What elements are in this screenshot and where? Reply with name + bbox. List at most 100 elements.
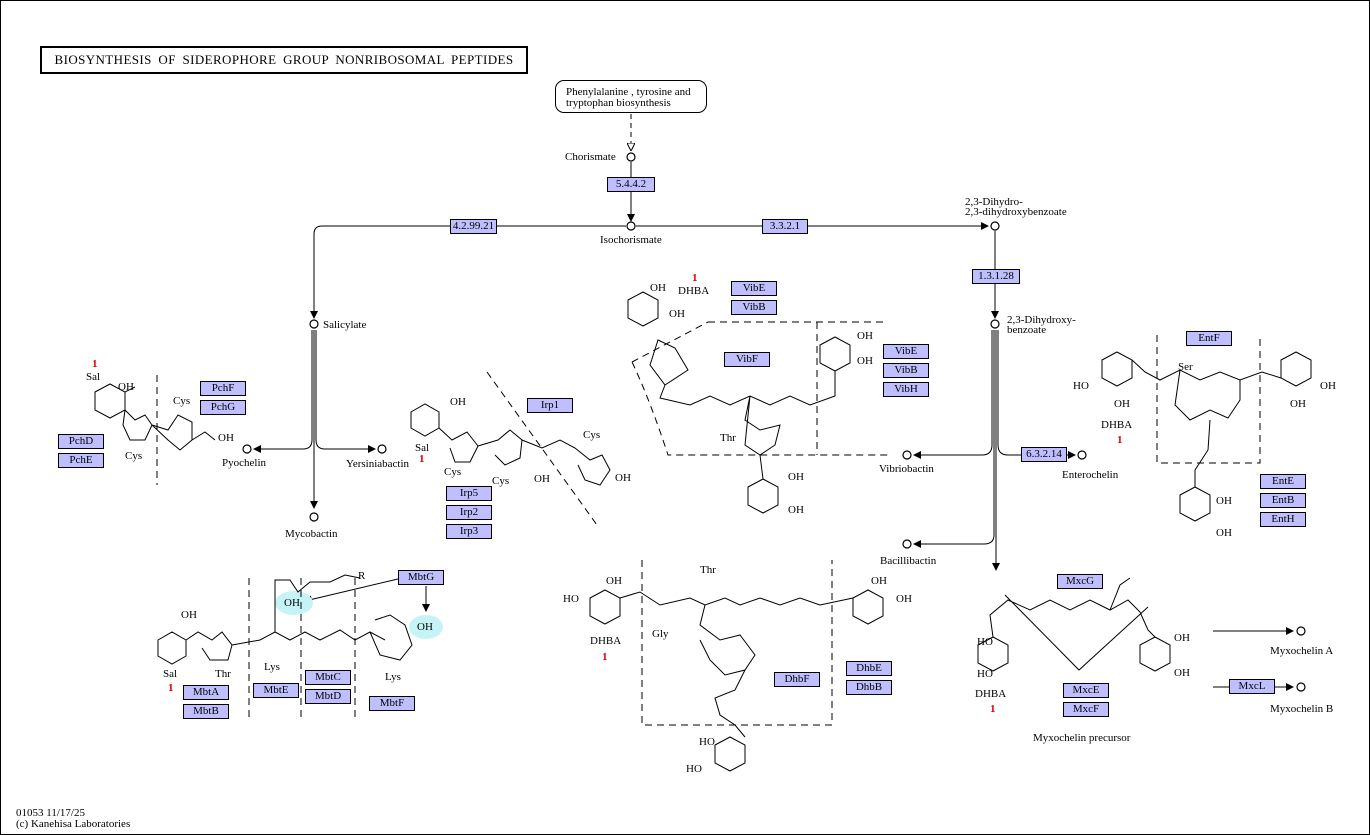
label-sal: Sal [86,371,101,383]
label-ho: HO [563,593,579,605]
enzyme-irp1[interactable]: Irp1 [527,398,573,413]
node-salicylate [309,319,319,329]
enzyme-mbtC[interactable]: MbtC [305,670,351,685]
node-yersiniabactin [377,444,387,454]
label-dhba: DHBA [975,688,1007,700]
map-id-date: 01053 11/17/25 [16,807,85,819]
enzyme-mxcF[interactable]: MxcF [1063,702,1109,717]
label-sal: Sal [415,442,430,454]
enzyme-vibE-2[interactable]: VibE [883,344,929,359]
enzyme-mbtG[interactable]: MbtG [398,570,444,585]
enzyme-pchF[interactable]: PchF [200,381,246,396]
footer: 01053 11/17/25 (c) Kanehisa Laboratories [16,808,130,830]
label-myxochelin-b[interactable]: Myxochelin B [1270,703,1334,715]
enzyme-dhbE[interactable]: DhbE [846,661,892,676]
label-dhb-1[interactable]: 2,3-Dihydroxy- [1007,314,1076,326]
label-ho: HO [977,668,993,680]
enzyme-mxcE[interactable]: MxcE [1063,683,1109,698]
label-oh-highlighted: OH [284,597,300,609]
enzyme-vibB-2[interactable]: VibB [883,363,929,378]
enzyme-entB[interactable]: EntB [1260,493,1306,508]
label-mycobactin[interactable]: Mycobactin [285,528,338,540]
label-oh: OH [871,575,887,587]
label-dhba: DHBA [590,635,622,647]
enzyme-mxcG[interactable]: MxcG [1057,574,1103,589]
enzyme-mbtE[interactable]: MbtE [253,683,299,698]
label-cys: Cys [583,429,601,441]
label-oh: OH [857,355,873,367]
enzyme-vibF[interactable]: VibF [724,352,770,367]
map-title: BIOSYNTHESIS OF SIDEROPHORE GROUP NONRIB… [40,46,528,74]
label-ho: HO [1073,380,1089,392]
label-oh: OH [615,472,631,484]
label-oh: OH [181,609,197,621]
label-oh: OH [669,308,685,320]
node-mycobactin [309,512,319,522]
enzyme-mbtF[interactable]: MbtF [369,696,415,711]
marker-dhba-bacillibactin: 1 [602,651,608,663]
label-dihydro-dhb-1[interactable]: 2,3-Dihydro- [965,196,1023,208]
label-vibriobactin[interactable]: Vibriobactin [879,463,934,475]
label-oh: OH [788,471,804,483]
label-oh: OH [534,473,550,485]
label-oh: OH [218,432,234,444]
label-pyochelin[interactable]: Pyochelin [222,457,266,469]
enzyme-vibB-1[interactable]: VibB [731,300,777,315]
enzyme-pchG[interactable]: PchG [200,400,246,415]
node-myxochelin-b [1296,682,1306,692]
enzyme-mbtB[interactable]: MbtB [183,704,229,719]
label-gly: Gly [652,628,669,640]
label-dihydro-dhb-2[interactable]: 2,3-dihydroxybenzoate [965,206,1067,218]
enzyme-3-3-2-1[interactable]: 3.3.2.1 [762,219,808,234]
label-bacillibactin[interactable]: Bacillibactin [880,555,937,567]
label-oh-highlighted: OH [417,621,433,633]
enzyme-6-3-2-14[interactable]: 6.3.2.14 [1021,447,1067,462]
label-yersiniabactin[interactable]: Yersiniabactin [346,458,410,470]
enzyme-irp5[interactable]: Irp5 [446,486,492,501]
enzyme-mbtD[interactable]: MbtD [305,689,351,704]
enzyme-dhbF[interactable]: DhbF [774,672,820,687]
map-link-phe-tyr-trp[interactable]: Phenylalanine , tyrosine and tryptophan … [555,80,707,113]
label-enterochelin[interactable]: Enterochelin [1062,469,1119,481]
node-bacillibactin [902,539,912,549]
label-lys: Lys [385,671,401,683]
label-sal: Sal [163,668,178,680]
label-myxochelin-a[interactable]: Myxochelin A [1270,645,1334,657]
label-oh: OH [450,396,466,408]
label-dhb-2[interactable]: benzoate [1007,324,1047,336]
enzyme-dhbB[interactable]: DhbB [846,680,892,695]
label-isochorismate[interactable]: Isochorismate [600,234,662,246]
enzyme-pchE[interactable]: PchE [58,453,104,468]
marker-dhba-myxochelin: 1 [990,703,996,715]
label-oh: OH [857,330,873,342]
label-salicylate[interactable]: Salicylate [323,319,367,331]
enzyme-5-4-4-2[interactable]: 5.4.4.2 [607,177,655,192]
node-vibriobactin [902,450,912,460]
marker-sal-mycobactin: 1 [168,682,174,694]
label-dhba: DHBA [678,285,710,297]
enzyme-4-2-99-21[interactable]: 4.2.99.21 [450,219,497,234]
label-oh: OH [896,593,912,605]
enzyme-irp3[interactable]: Irp3 [446,524,492,539]
label-myxochelin-precursor: Myxochelin precursor [1033,732,1131,744]
enzyme-mxcL[interactable]: MxcL [1229,679,1275,694]
node-enterochelin [1077,450,1087,460]
label-dhba: DHBA [1101,419,1133,431]
label-ho: HO [686,763,702,775]
enzyme-mbtA[interactable]: MbtA [183,685,229,700]
enzyme-irp2[interactable]: Irp2 [446,505,492,520]
enzyme-pchD[interactable]: PchD [58,434,104,449]
label-chorismate[interactable]: Chorismate [565,151,616,163]
label-r: R [358,570,366,582]
enzyme-entF[interactable]: EntF [1186,331,1232,346]
enzyme-entE[interactable]: EntE [1260,474,1306,489]
enzyme-vibH[interactable]: VibH [883,382,929,397]
label-oh: OH [1216,527,1232,539]
enzyme-1-3-1-28[interactable]: 1.3.1.28 [972,269,1020,284]
label-cys: Cys [492,475,510,487]
enzyme-vibE-1[interactable]: VibE [731,281,777,296]
enzyme-entH[interactable]: EntH [1260,512,1306,527]
marker-dhba-vibriobactin: 1 [692,272,698,284]
label-oh: OH [1216,495,1232,507]
